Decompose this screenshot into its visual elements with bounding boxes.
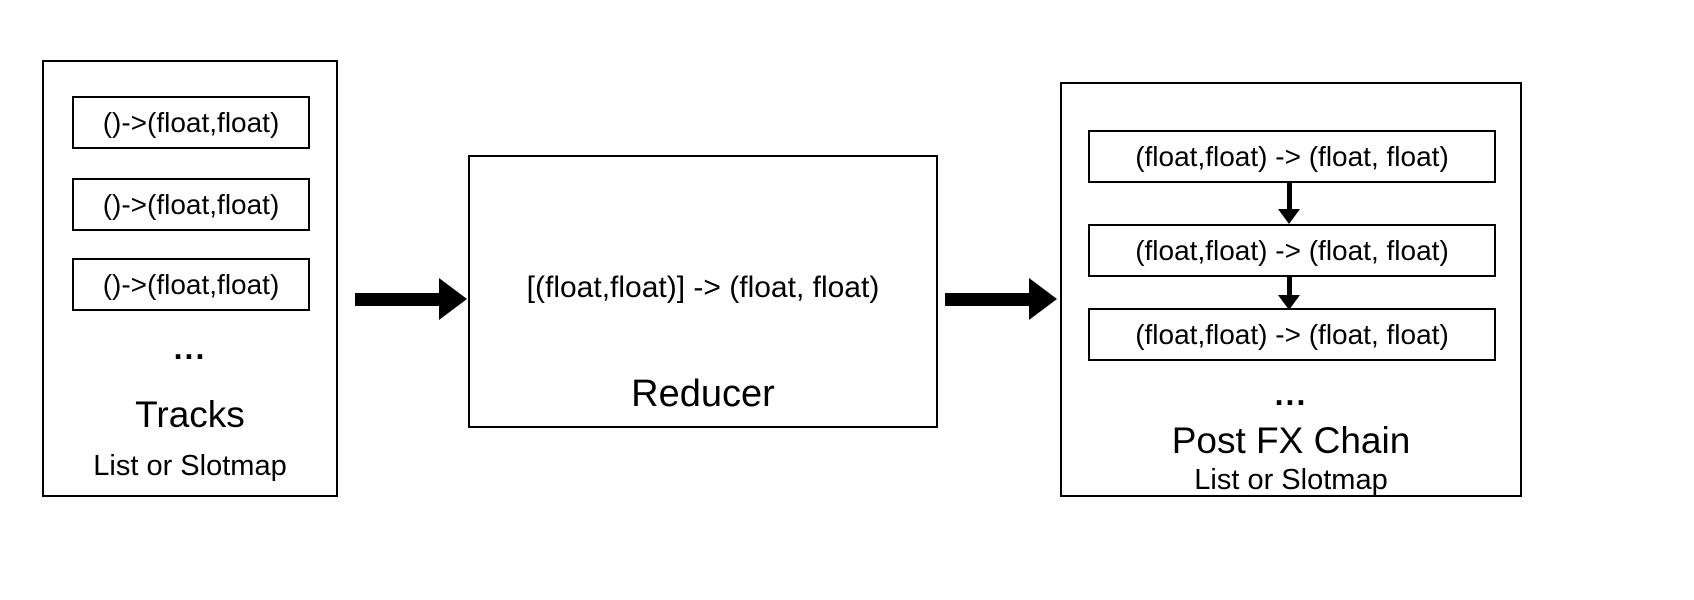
arrow-head	[1278, 295, 1300, 310]
tracks-ellipsis: ...	[173, 330, 207, 366]
arrow-down-icon	[1276, 183, 1302, 225]
arrow-shaft	[1287, 277, 1292, 297]
track-function-signature: ()->(float,float)	[102, 106, 280, 138]
postfx-signature: (float,float) -> (float, float)	[1135, 140, 1449, 172]
arrow-shaft	[355, 293, 441, 306]
arrow-shaft	[1287, 183, 1292, 211]
arrow-right-icon	[355, 278, 467, 320]
arrow-head	[1278, 209, 1300, 224]
postfx-title: Post FX Chain	[1171, 420, 1411, 461]
tracks-container: ()->(float,float) ()->(float,float) ()->…	[42, 60, 338, 497]
postfx-ellipsis: ...	[1274, 376, 1308, 412]
postfx-signature: (float,float) -> (float, float)	[1135, 234, 1449, 266]
postfx-signature: (float,float) -> (float, float)	[1135, 318, 1449, 350]
tracks-subtitle: List or Slotmap	[93, 450, 287, 482]
arrow-head	[439, 278, 467, 320]
arrow-head	[1029, 278, 1057, 320]
postfx-slot: (float,float) -> (float, float)	[1088, 224, 1496, 277]
track-function-slot: ()->(float,float)	[72, 96, 310, 149]
tracks-title: Tracks	[135, 394, 245, 435]
reducer-container: [(float,float)] -> (float, float) Reduce…	[468, 155, 938, 428]
postfx-subtitle: List or Slotmap	[1194, 464, 1388, 496]
track-function-slot: ()->(float,float)	[72, 178, 310, 231]
reducer-title: Reducer	[631, 373, 775, 415]
track-function-slot: ()->(float,float)	[72, 258, 310, 311]
postfx-slot: (float,float) -> (float, float)	[1088, 308, 1496, 361]
arrow-right-icon	[945, 278, 1057, 320]
arrow-down-icon	[1276, 277, 1302, 311]
postfx-slot: (float,float) -> (float, float)	[1088, 130, 1496, 183]
track-function-signature: ()->(float,float)	[102, 188, 280, 220]
reducer-signature: [(float,float)] -> (float, float)	[526, 271, 880, 304]
arrow-shaft	[945, 293, 1031, 306]
postfx-container: (float,float) -> (float, float) (float,f…	[1060, 82, 1522, 497]
track-function-signature: ()->(float,float)	[102, 268, 280, 300]
